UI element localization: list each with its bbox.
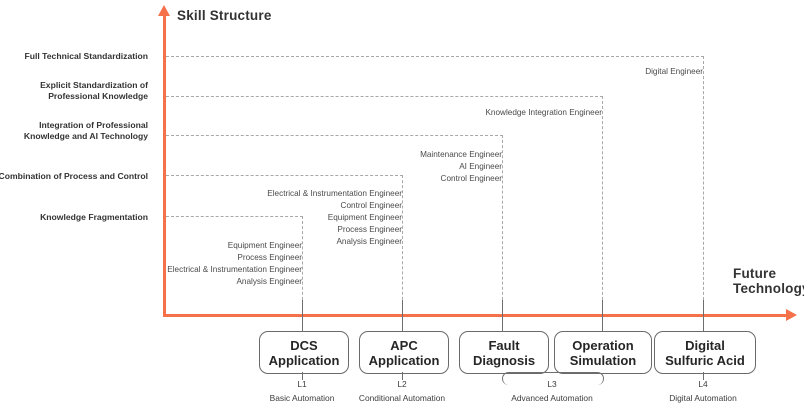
riser-l3b [602,96,603,315]
stem-fault [502,300,504,332]
role-item: Equipment Engineer [327,213,402,222]
stage-box-line1: DCS [290,337,318,353]
stem-operation [602,300,604,332]
role-item: Process Engineer [337,225,402,234]
stage-box-line2: Application [368,352,440,368]
level-label-line1: Explicit Standardization of [40,80,148,90]
stage-box-fault-diagnosis[interactable]: Fault Diagnosis [459,331,549,374]
stem-digital [703,300,705,332]
riser-l3a [502,135,503,315]
role-item: Maintenance Engineer [420,150,502,159]
stage-box-line1: APC [390,337,418,353]
stage-box-line2: Diagnosis [472,352,536,368]
stem-dcs [302,300,304,332]
x-axis-title: Future Technology [733,266,804,296]
role-item: Control Engineer [440,174,502,183]
x-axis-title-line1: Future [733,266,777,281]
role-item: Digital Engineer [645,67,703,76]
level-name-l3: Advanced Automation [511,393,593,403]
stage-box-line1: Digital [685,337,725,353]
level-code-l1: L1 [297,379,307,389]
stage-box-line1: Operation [572,337,634,353]
level-label-full-technical-standardization: Full Technical Standardization [24,51,148,61]
roles-column-l1: Equipment Engineer Process Engineer Elec… [112,240,302,288]
role-item: Electrical & Instrumentation Engineer [267,189,402,198]
level-label-combination-process-control: Combination of Process and Control [0,171,148,181]
stage-box-line1: Fault [488,337,520,353]
level-code-l3: L3 [547,379,557,389]
y-axis-arrow-icon [158,5,170,16]
level-name-l1: Basic Automation [269,393,335,403]
x-axis-arrow-icon [786,309,797,321]
roles-column-operation-simulation: Knowledge Integration Engineer [412,107,602,119]
tick-l2 [402,372,404,380]
level-name-l2: Conditional Automation [358,393,446,403]
stage-box-dcs-application[interactable]: DCS Application [259,331,349,374]
y-axis-title: Skill Structure [177,8,272,23]
level-line-4 [166,96,603,97]
roles-column-l3: Maintenance Engineer AI Engineer Control… [312,149,502,185]
role-item: Analysis Engineer [236,277,302,286]
roles-column-l2: Electrical & Instrumentation Engineer Co… [212,188,402,248]
role-item: Analysis Engineer [336,237,402,246]
stage-box-line2: Sulfuric Acid [665,352,745,368]
level-line-2 [166,175,403,176]
level-label-line2: Professional Knowledge [48,91,148,101]
riser-l2 [402,175,403,315]
x-axis [163,314,788,317]
x-axis-title-line2: Technology [733,281,804,296]
level-label-knowledge-fragmentation: Knowledge Fragmentation [40,212,148,222]
tick-l1 [302,372,304,380]
level-line-1 [166,216,303,217]
riser-l4 [703,56,704,315]
stage-box-line2: Application [268,352,340,368]
role-item: Process Engineer [237,253,302,262]
stage-box-apc-application[interactable]: APC Application [359,331,449,374]
riser-l1 [302,216,303,315]
level-line-5 [166,56,704,57]
level-label-line2: Knowledge and AI Technology [23,131,148,141]
stem-apc [402,300,404,332]
stage-box-operation-simulation[interactable]: Operation Simulation [554,331,652,374]
role-item: Control Engineer [340,201,402,210]
level-code-l2: L2 [397,379,407,389]
level-label-explicit-standardization: Explicit Standardization of Professional… [0,80,148,102]
stage-box-digital-sulfuric-acid[interactable]: Digital Sulfuric Acid [654,331,756,374]
bracket-l3 [502,372,604,385]
y-axis [163,14,166,317]
role-item: AI Engineer [459,162,502,171]
level-name-l4: Digital Automation [669,393,737,403]
level-label-integration-professional-ai: Integration of Professional Knowledge an… [0,120,148,142]
stage-box-line2: Simulation [569,352,637,368]
level-code-l4: L4 [698,379,708,389]
level-line-3 [166,135,503,136]
role-item: Knowledge Integration Engineer [485,108,602,117]
roles-column-l4: Digital Engineer [513,66,703,78]
level-label-line1: Integration of Professional [39,120,148,130]
role-item: Equipment Engineer [227,241,302,250]
role-item: Electrical & Instrumentation Engineer [167,265,302,274]
tick-l4 [703,372,705,380]
